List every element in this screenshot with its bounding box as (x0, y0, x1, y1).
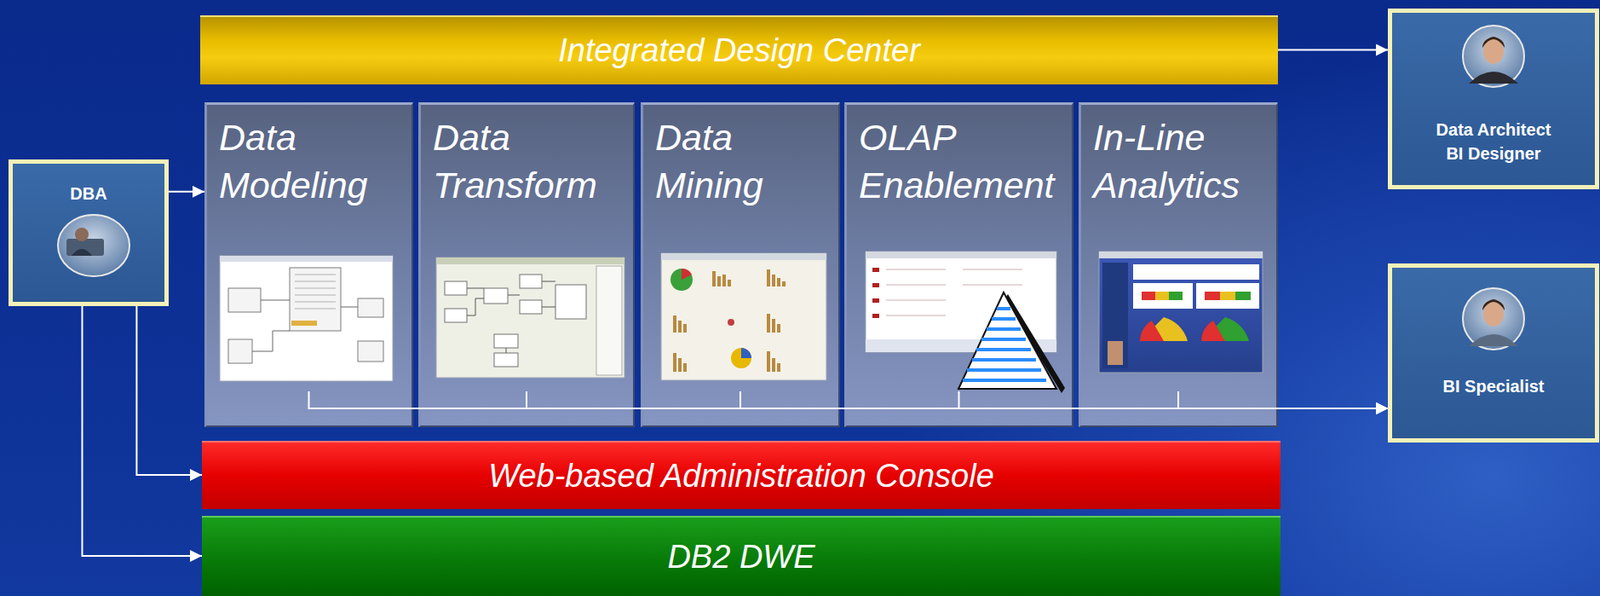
component-panel: Data Modeling (204, 102, 414, 427)
node-label: BI Specialist (1392, 374, 1595, 398)
modeling-screenshot (219, 255, 393, 381)
component-panel: In-Line Analytics (1078, 102, 1278, 427)
connector-arrow (1277, 49, 1388, 52)
node-label: Integrated Design Center (558, 32, 921, 70)
component-panel: Data Transform (418, 102, 635, 427)
specialist-person-icon (1462, 287, 1525, 350)
dba-person-icon (57, 214, 130, 277)
connector-arrow (959, 391, 1389, 409)
node-label: In-Line Analytics (1093, 113, 1265, 209)
mining-screenshot (661, 253, 827, 380)
component-panel: OLAP Enablement (844, 102, 1074, 427)
analytics-screenshot (1099, 251, 1263, 373)
connector-arrow (740, 391, 1388, 409)
node-label: OLAP Enablement (858, 113, 1060, 209)
architect-person-icon (1462, 25, 1525, 87)
connector-arrow (168, 190, 205, 193)
connector-arrow (136, 305, 202, 475)
connector-arrow (526, 391, 1388, 409)
role-box: DBA (8, 159, 169, 306)
node-label: Data Transform (432, 113, 622, 209)
connector-arrow (1178, 391, 1388, 409)
transform-screenshot (436, 257, 625, 378)
node-label: Data Mining (655, 113, 827, 209)
component-panel: Data Mining (640, 102, 841, 427)
role-box: Data Architect BI Designer (1387, 8, 1600, 190)
node-label: Web-based Administration Console (488, 457, 995, 495)
olap-screenshot (865, 251, 1057, 352)
node-label: Data Architect BI Designer (1429, 117, 1558, 166)
design-center-band: Integrated Design Center (200, 15, 1278, 85)
admin-console-band: Web-based Administration Console (201, 440, 1281, 509)
database-band: DB2 DWE (201, 515, 1281, 596)
node-label: Data Modeling (218, 113, 400, 209)
node-label: DBA (12, 181, 165, 206)
connector-arrow (309, 391, 1389, 409)
role-box: BI Specialist (1387, 263, 1600, 443)
node-label: DB2 DWE (667, 538, 815, 576)
olap-pyramid (958, 292, 1065, 393)
connector-arrow (81, 305, 202, 556)
